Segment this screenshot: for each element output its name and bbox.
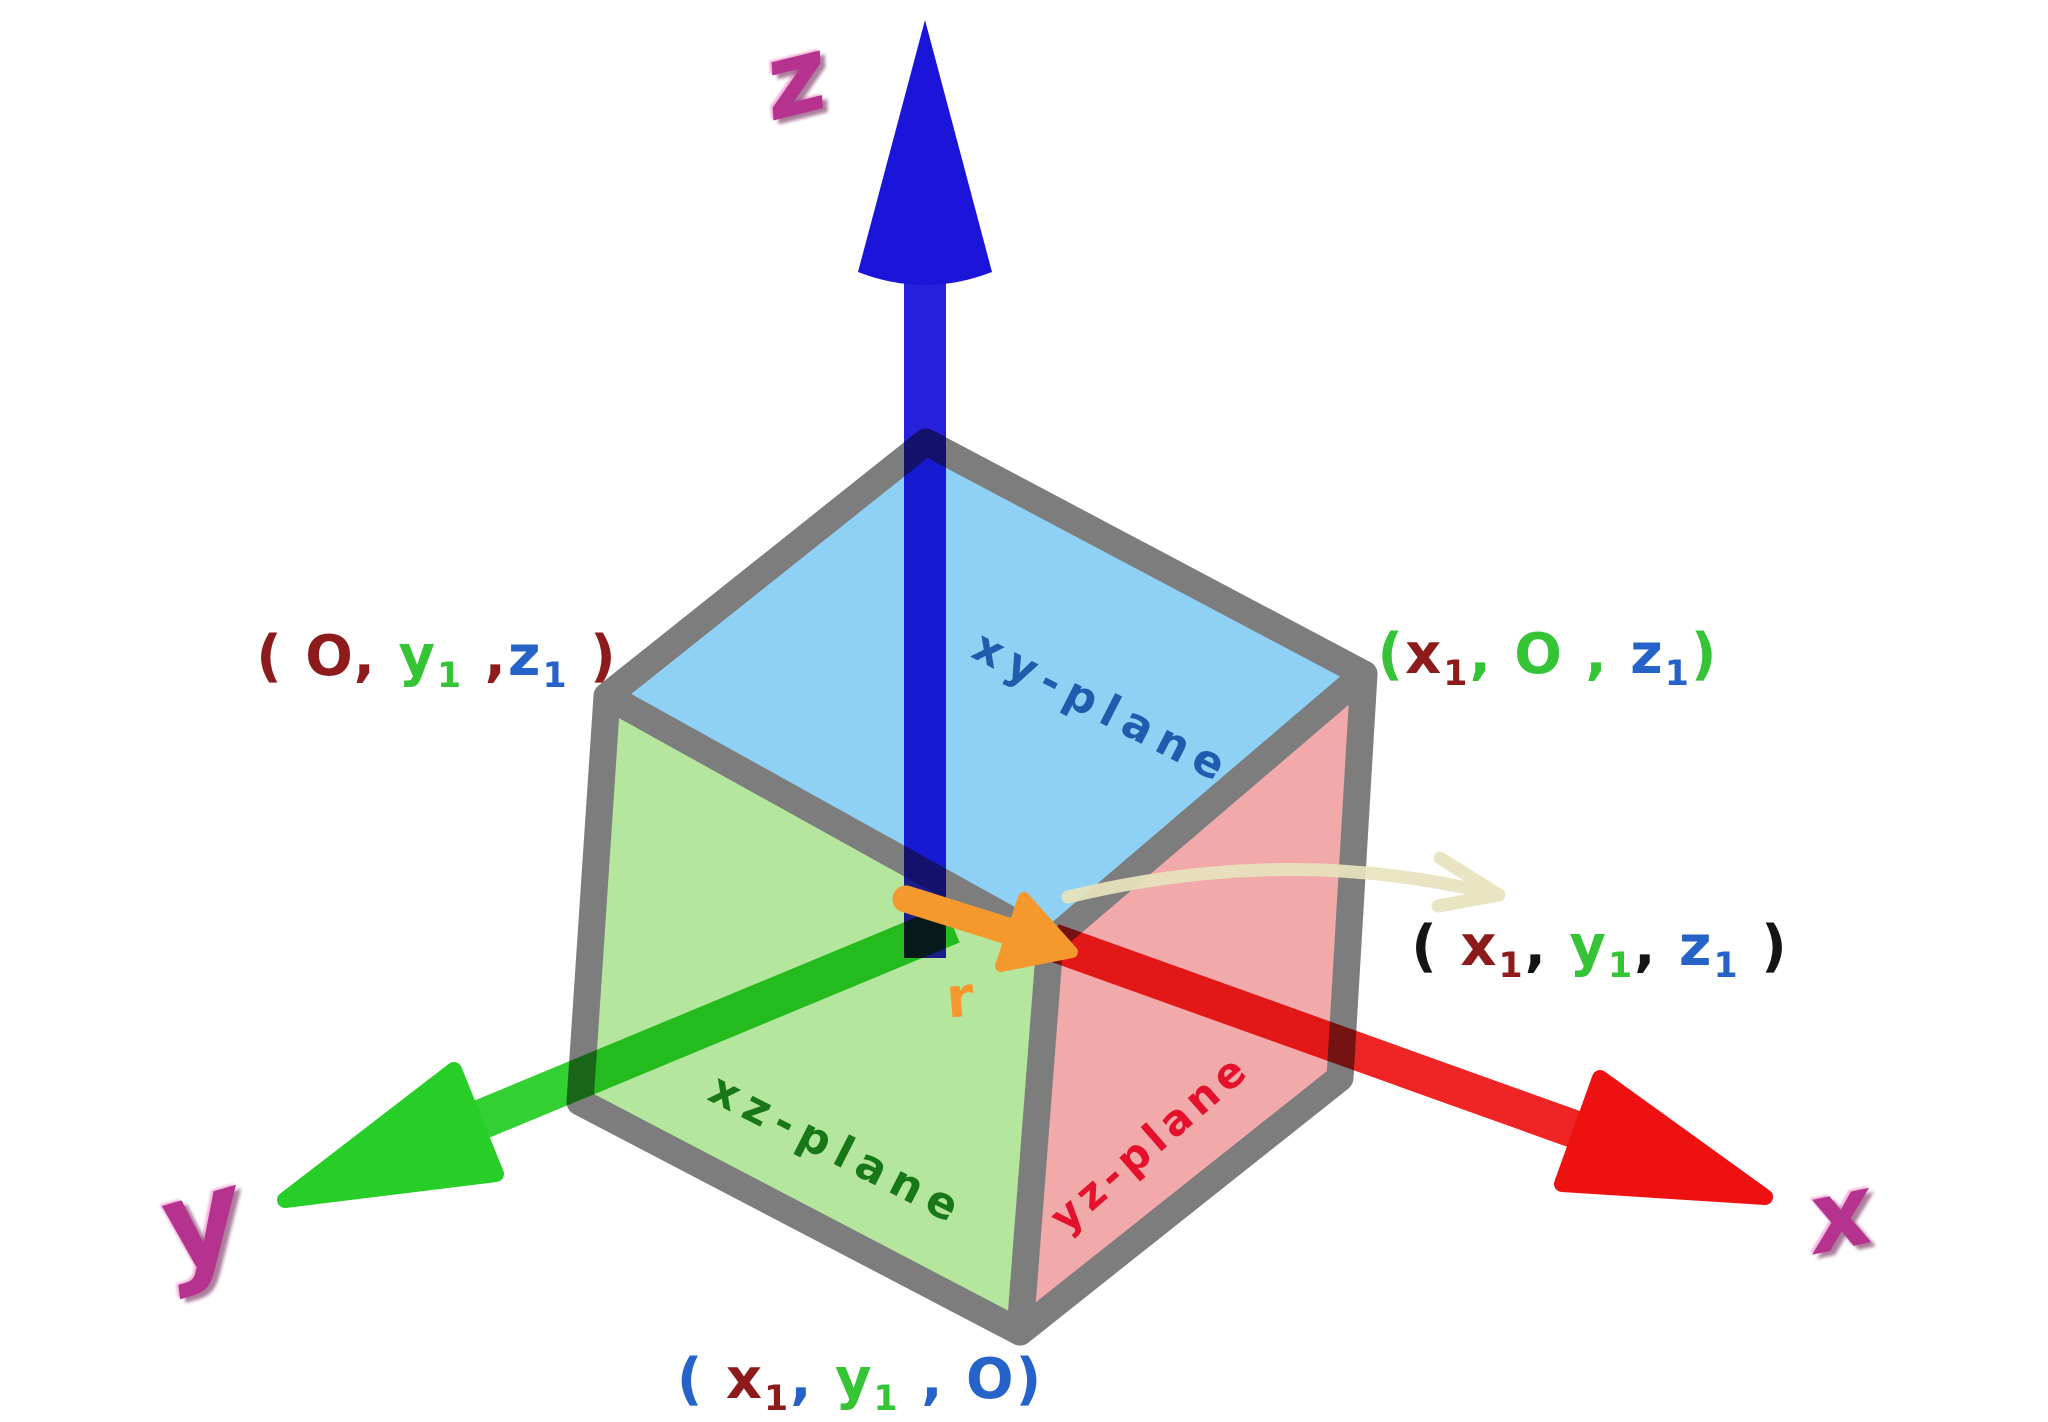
x-axis-shaft: [1045, 924, 1592, 1151]
x-axis-arrowhead-icon: [1554, 1070, 1773, 1205]
origin-cube: [566, 428, 1378, 1346]
r-vector-arrowhead-icon: [995, 892, 1078, 972]
point-label-x1-0-z1: (x1, O , z1): [1377, 621, 1719, 695]
y-axis-arrowhead-icon: [277, 1062, 504, 1208]
point-label-x1-y1-0: ( x1, y1 , O): [676, 1346, 1044, 1420]
annotation-arrowhead-icon: [1431, 851, 1506, 913]
annotation-arrow-curve: [1061, 863, 1504, 904]
r-vector-shaft: [892, 885, 1022, 945]
y-axis-shaft: [467, 905, 960, 1141]
z-axis-arrowhead-icon: [858, 20, 992, 285]
point-label-x1-y1-z1: ( x1, y1, z1 ): [1411, 913, 1789, 987]
point-label-0-y1-z1: ( O, y1 ,z1 ): [256, 623, 618, 697]
point-annotation-arrow: [1061, 851, 1506, 913]
r-vector-arrow: [892, 885, 1078, 972]
z-axis-shaft: [904, 258, 946, 958]
r-vector-label: r: [943, 964, 977, 1032]
